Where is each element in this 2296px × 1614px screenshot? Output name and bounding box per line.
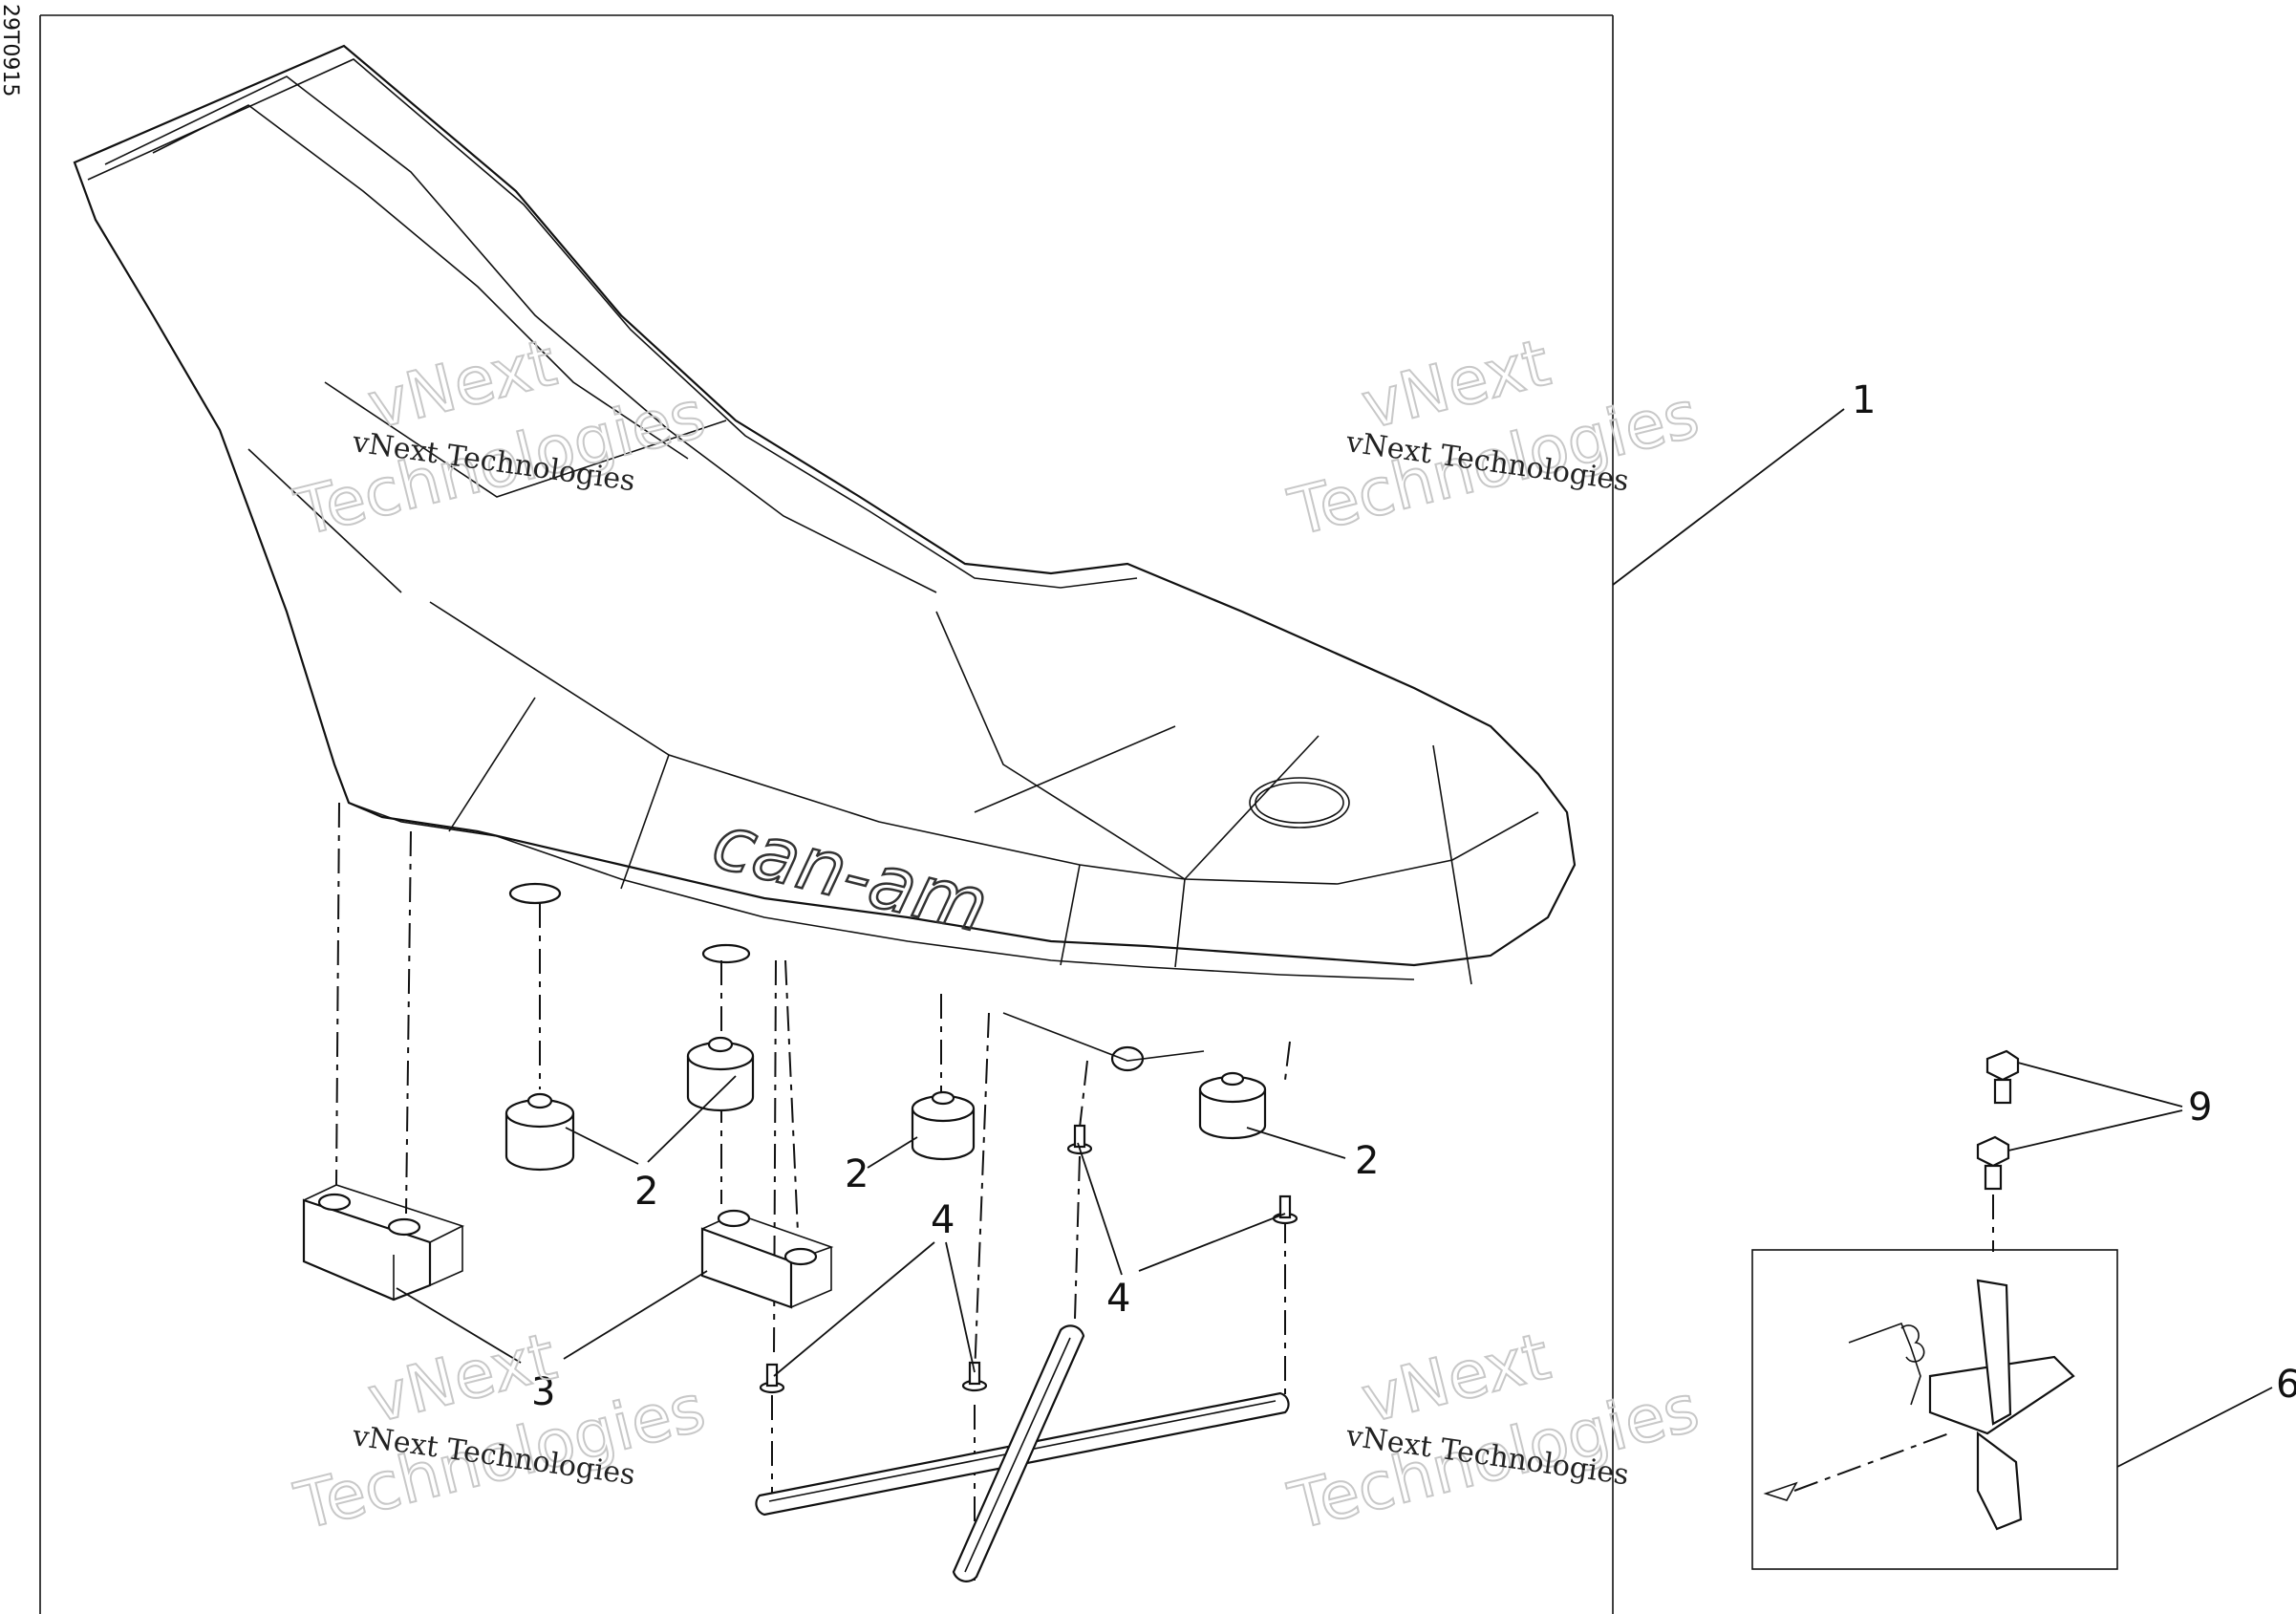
callout-4-right: 4 xyxy=(1106,1277,1130,1321)
watermark-top-right: vNext Technologies xyxy=(1281,325,1707,552)
latch-detail-box xyxy=(1751,1249,2118,1570)
drawing-code: 29T0915 xyxy=(0,4,22,97)
watermark-top-left: vNext Technologies xyxy=(288,325,714,552)
watermark-bottom-left: vNext Technologies xyxy=(288,1319,714,1546)
callout-6: 6 xyxy=(2276,1363,2296,1407)
block-left xyxy=(302,1184,465,1302)
bumper-center xyxy=(911,1090,976,1161)
callout-2-left: 2 xyxy=(634,1170,658,1214)
bumper-center-left xyxy=(686,1036,755,1112)
strap-short xyxy=(952,1324,1085,1582)
callout-3: 3 xyxy=(531,1370,555,1414)
callout-2-center: 2 xyxy=(845,1152,869,1196)
push-pin-4 xyxy=(1272,1194,1298,1225)
seat-assembly: can-am xyxy=(73,44,1577,1072)
callout-9: 9 xyxy=(2188,1086,2212,1130)
bumper-right xyxy=(1198,1071,1267,1140)
bumper-left xyxy=(504,1092,575,1172)
push-pin-2 xyxy=(961,1361,988,1392)
push-pin-1 xyxy=(759,1363,785,1394)
block-right xyxy=(700,1209,834,1309)
callout-2-right: 2 xyxy=(1355,1139,1379,1183)
main-frame xyxy=(39,14,1614,1614)
callout-1: 1 xyxy=(1852,378,1876,422)
brand-logo: can-am xyxy=(704,799,996,950)
bolt-upper xyxy=(1985,1049,2020,1105)
bolt-lower xyxy=(1976,1135,2010,1191)
leader-lines xyxy=(396,408,2273,1468)
callout-4-left: 4 xyxy=(931,1198,955,1242)
watermark-bottom-right: vNext Technologies xyxy=(1281,1319,1707,1546)
